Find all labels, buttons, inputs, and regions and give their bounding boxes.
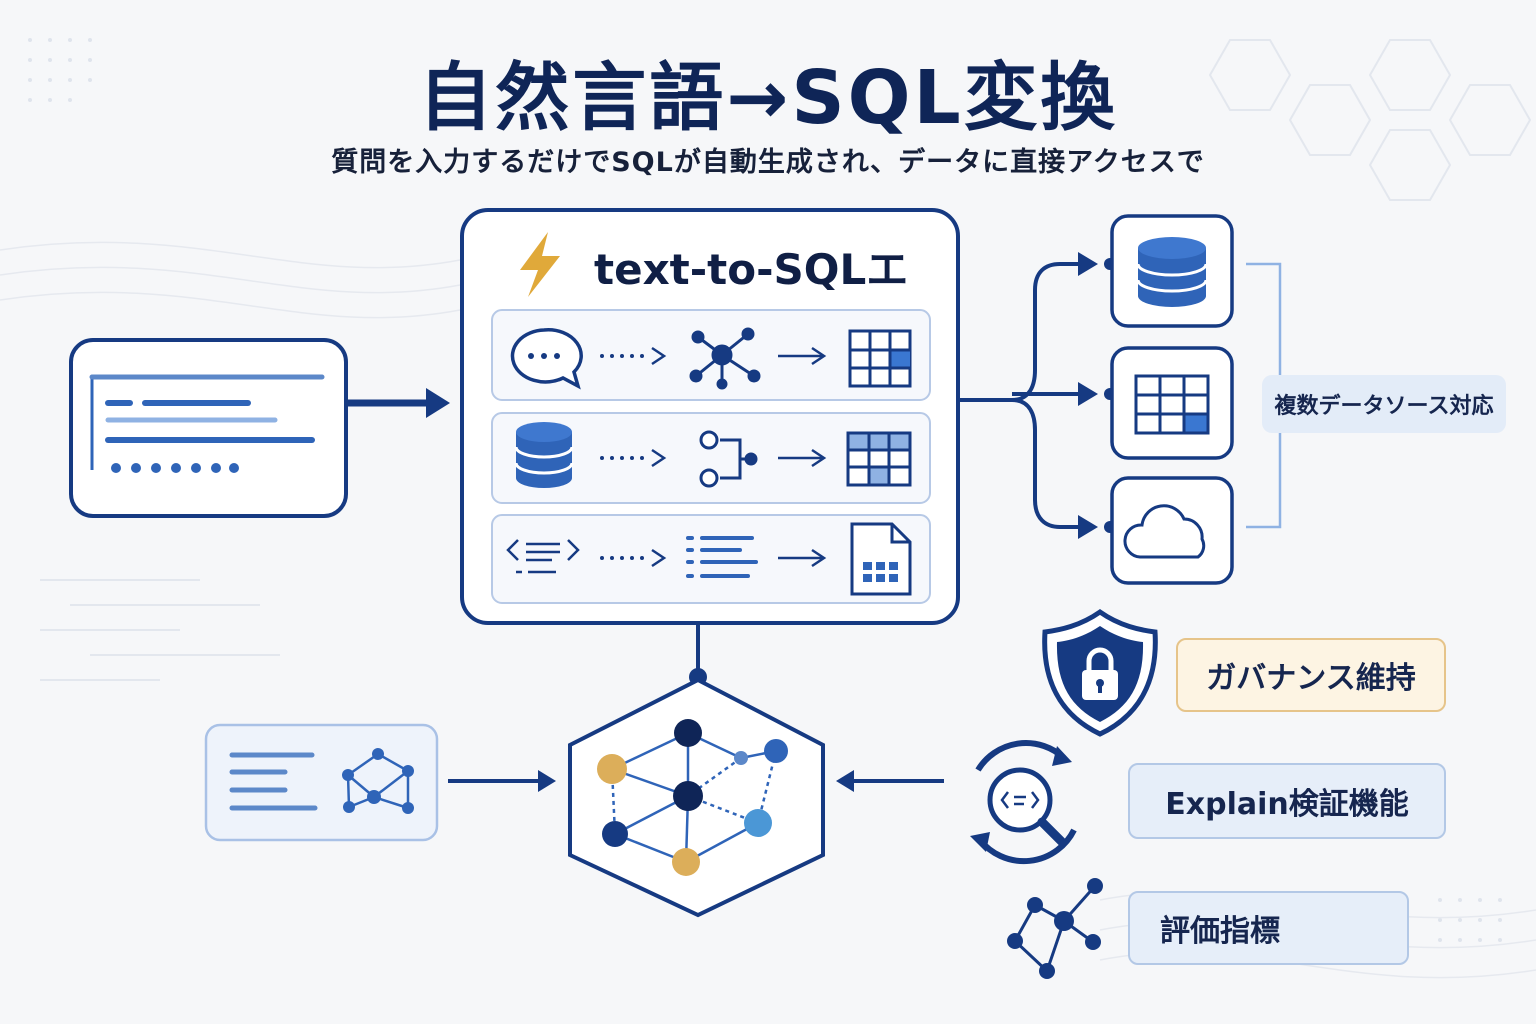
page-title: 自然言語→SQL変換 [418,55,1118,141]
solid-arrow [778,548,827,568]
schema-graph-box [204,723,439,842]
spreadsheet-file-icon [850,522,912,596]
solid-arrow [778,448,827,468]
explain-to-core-arrow [836,770,944,792]
explain-label: Explain検証機能 [1128,763,1446,839]
evaluation-network-icon [1007,878,1103,979]
table-icon [848,329,912,388]
pipeline-row-database [491,412,931,504]
multi-source-label: 複数データソース対応 [1262,375,1506,433]
solid-arrow [778,346,827,366]
question-input-box [69,338,348,518]
engine-title: text-to-SQLエ [594,245,909,294]
evaluation-label: 評価指標 [1128,891,1409,965]
list-icon [686,536,758,578]
pipeline-row-code [491,514,931,604]
database-icon [514,422,574,488]
code-icon [506,539,580,574]
data-source-connectors [958,262,1080,529]
lightning-icon [520,232,560,297]
pipeline-row-chat [491,309,931,401]
data-source-database [1110,214,1234,328]
schema-to-core-arrow [448,770,556,792]
data-source-table [1110,346,1234,460]
dotted-arrow [600,548,667,568]
dotted-arrow [600,448,667,468]
engine-core-connector [689,623,707,686]
input-to-engine-arrow [346,388,450,418]
schema-icon [699,430,758,488]
dotted-arrow [600,346,667,366]
knowledge-graph-core [568,677,825,918]
network-icon [689,327,761,390]
chat-bubble-icon [510,328,583,390]
governance-label: ガバナンス維持 [1176,638,1446,712]
explain-search-icon [970,740,1077,865]
table-icon [846,431,912,487]
shield-lock-icon [1042,608,1158,737]
page-subtitle: 質問を入力するだけでSQLが自動生成され、データに直接アクセスで [331,147,1205,178]
data-source-cloud [1110,476,1234,585]
